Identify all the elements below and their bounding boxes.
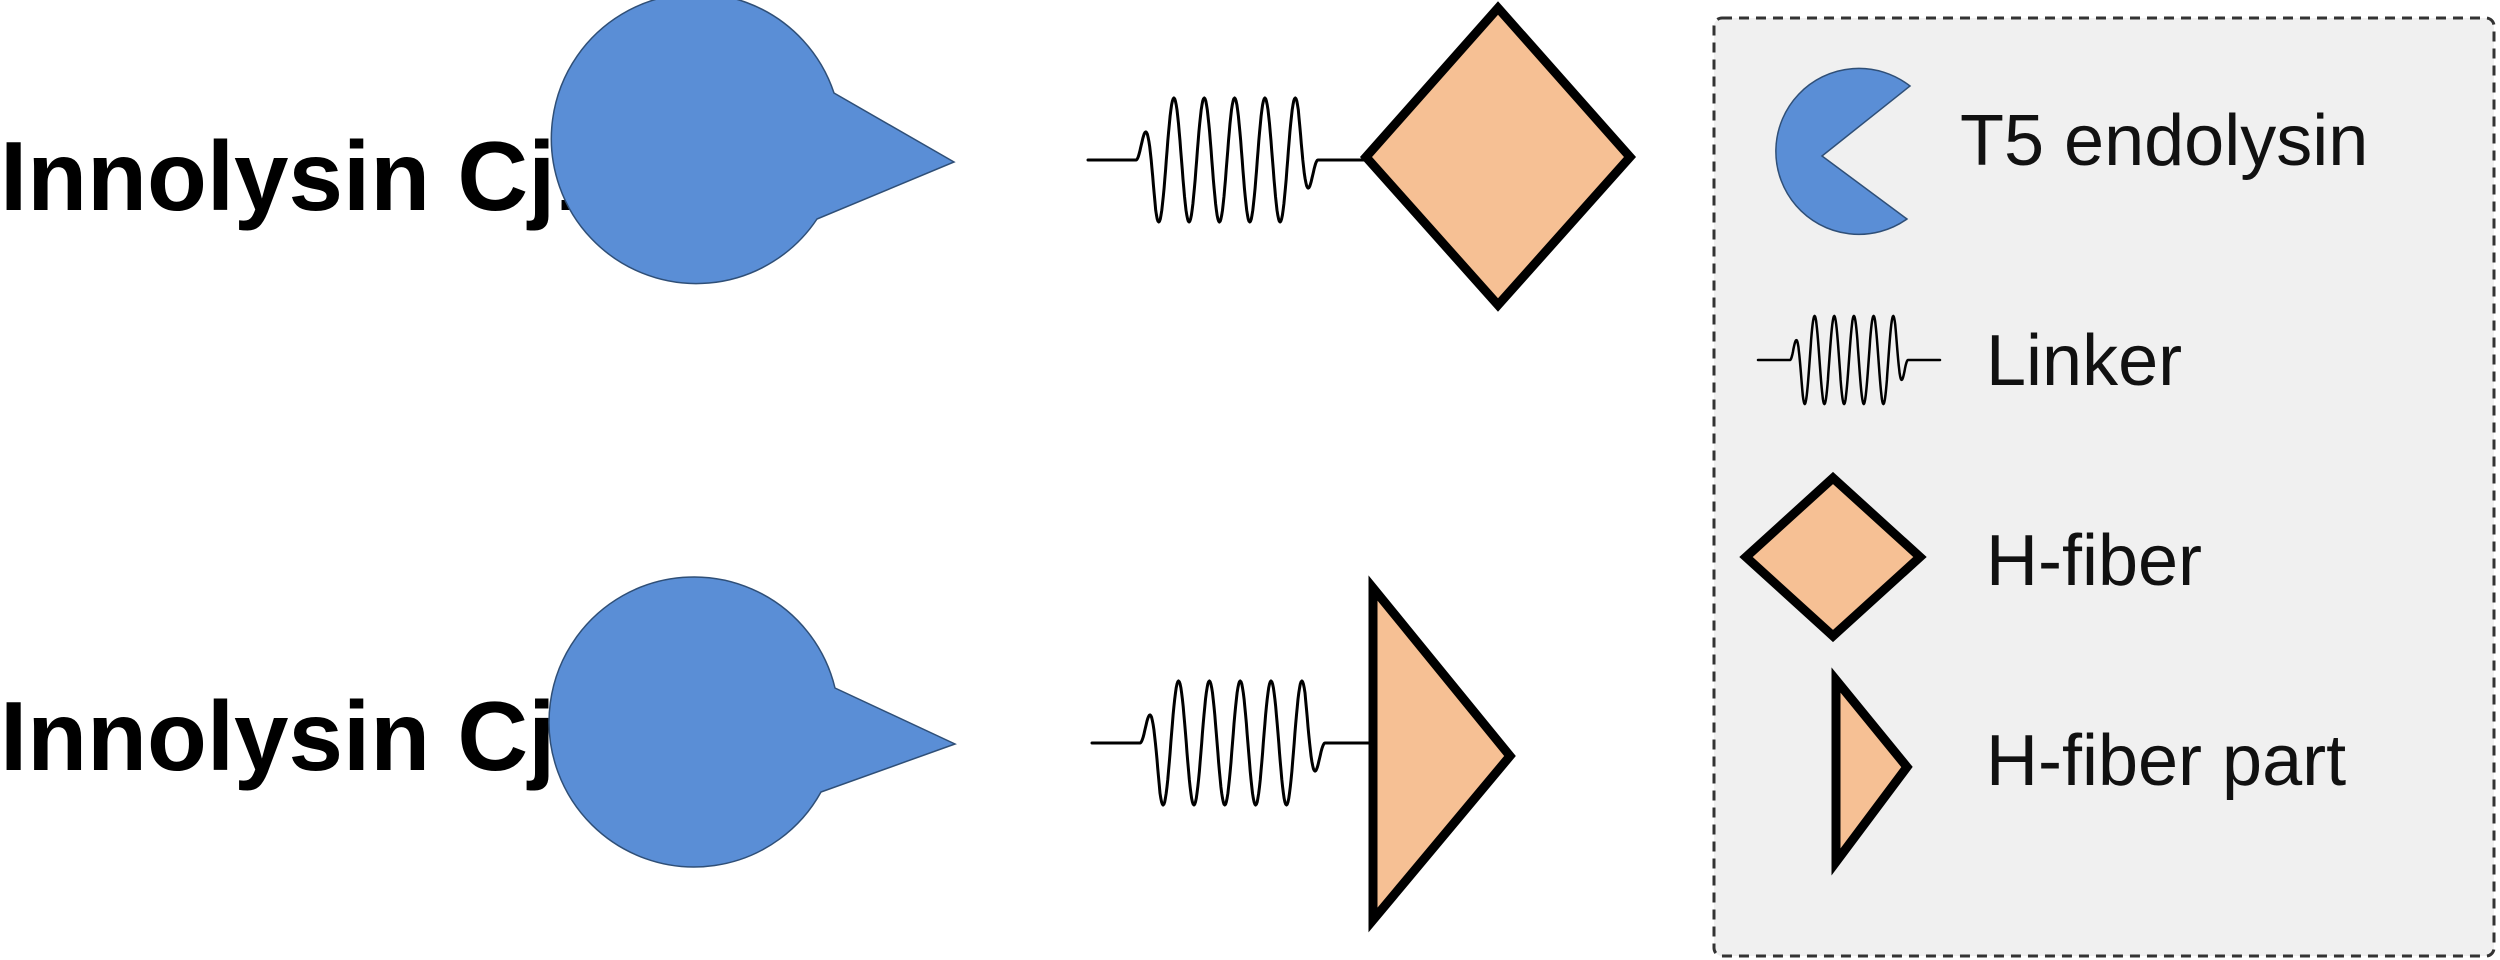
construct-label-cj2: Innolysin Cj2:	[0, 681, 643, 791]
h-fiber-part-triangle-icon	[1831, 667, 1913, 876]
construct-label-cj1: Innolysin Cj1:	[0, 121, 643, 231]
construct-cj2: Innolysin Cj2:	[0, 575, 1516, 933]
endolysin-pacman-icon	[550, 0, 956, 285]
linker-spring-icon	[1086, 96, 1368, 224]
endolysin-pacman-icon	[1775, 67, 1912, 236]
legend-label-h-fiber-part: H-fiber part	[1986, 721, 2346, 801]
construct-cj1: Innolysin Cj1:	[0, 0, 1637, 312]
legend-box	[1712, 16, 2496, 958]
linker-spring-icon	[1756, 314, 1942, 406]
legend: T5 endolysin Linker H-fiber H-fiber part	[1712, 16, 2496, 958]
legend-label-t5-endolysin: T5 endolysin	[1960, 101, 2368, 181]
linker-spring-icon	[1090, 679, 1375, 807]
legend-label-h-fiber: H-fiber	[1986, 521, 2202, 601]
h-fiber-diamond-icon	[1739, 471, 1927, 643]
h-fiber-part-triangle-icon	[1368, 575, 1516, 933]
endolysin-pacman-icon	[548, 576, 957, 868]
legend-label-linker: Linker	[1986, 321, 2182, 401]
h-fiber-diamond-icon	[1359, 1, 1637, 312]
